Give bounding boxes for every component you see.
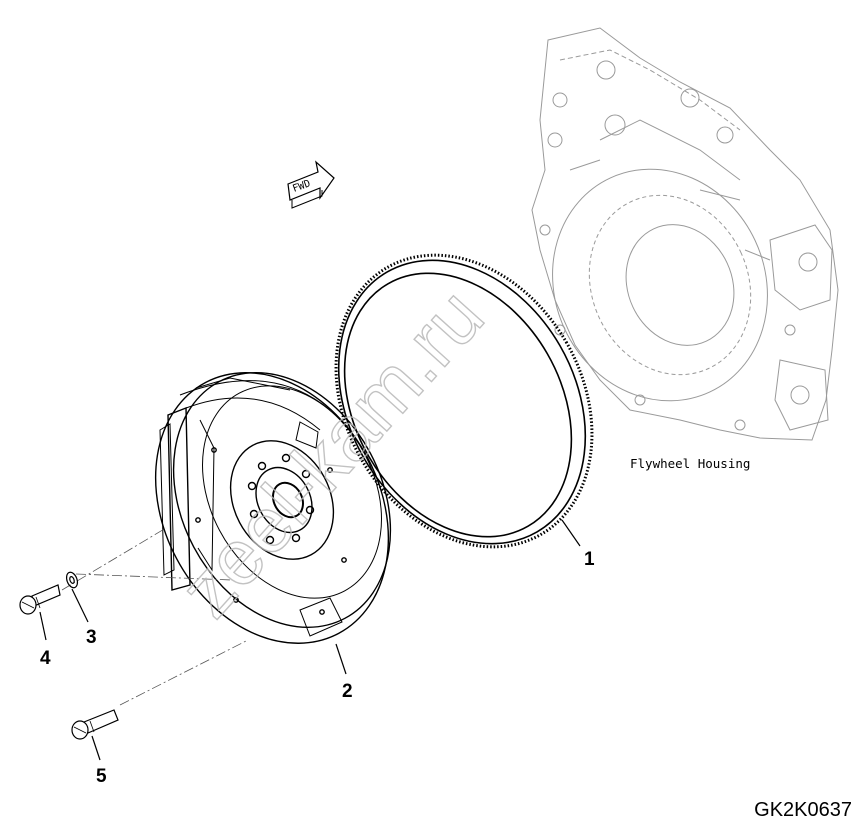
callout-2: 2 xyxy=(342,681,353,702)
washer xyxy=(65,571,79,589)
bolt-upper xyxy=(19,584,61,615)
callout-3: 3 xyxy=(86,627,97,648)
ring-gear xyxy=(334,253,594,549)
leader-lines xyxy=(39,519,581,761)
callout-1: 1 xyxy=(584,549,595,570)
assembly-centerlines xyxy=(61,527,249,706)
forward-arrow-icon: FWD xyxy=(287,160,335,209)
housing-label: Flywheel Housing xyxy=(630,456,750,471)
flywheel-housing xyxy=(531,27,839,441)
flywheel xyxy=(154,372,392,644)
bolt-lower xyxy=(71,709,119,740)
callout-5: 5 xyxy=(96,766,107,787)
callout-4: 4 xyxy=(40,648,51,669)
reference-code: GK2K0637 xyxy=(754,799,852,821)
